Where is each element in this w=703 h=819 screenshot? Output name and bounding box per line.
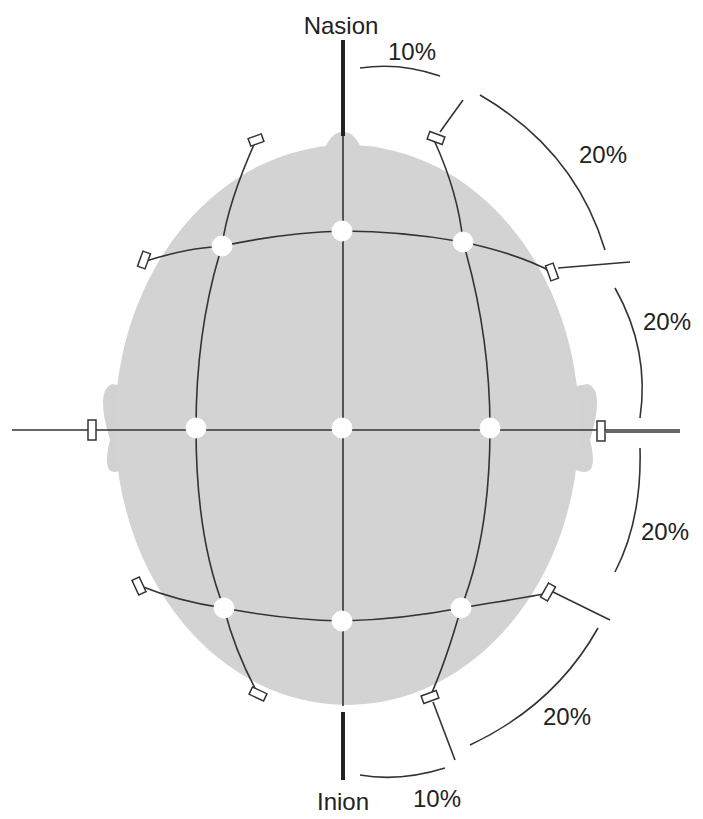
head (103, 132, 597, 705)
edge-electrodes (88, 132, 605, 704)
percent-label: 10% (386, 39, 438, 65)
right-ear (576, 384, 597, 472)
percent-label: 20% (577, 142, 629, 168)
landmark-label: Inion (315, 789, 371, 815)
percent-label: 20% (641, 309, 693, 335)
nasion-line (341, 40, 345, 136)
head-outline (115, 145, 579, 705)
inion-line (341, 712, 345, 780)
percent-label: 20% (639, 519, 691, 545)
measure-arcs (360, 66, 680, 777)
grid-lines (12, 135, 680, 706)
percent-label: 10% (411, 786, 463, 812)
electrodes (186, 221, 500, 631)
landmark-label: Nasion (302, 13, 381, 39)
percent-label: 20% (541, 704, 593, 730)
